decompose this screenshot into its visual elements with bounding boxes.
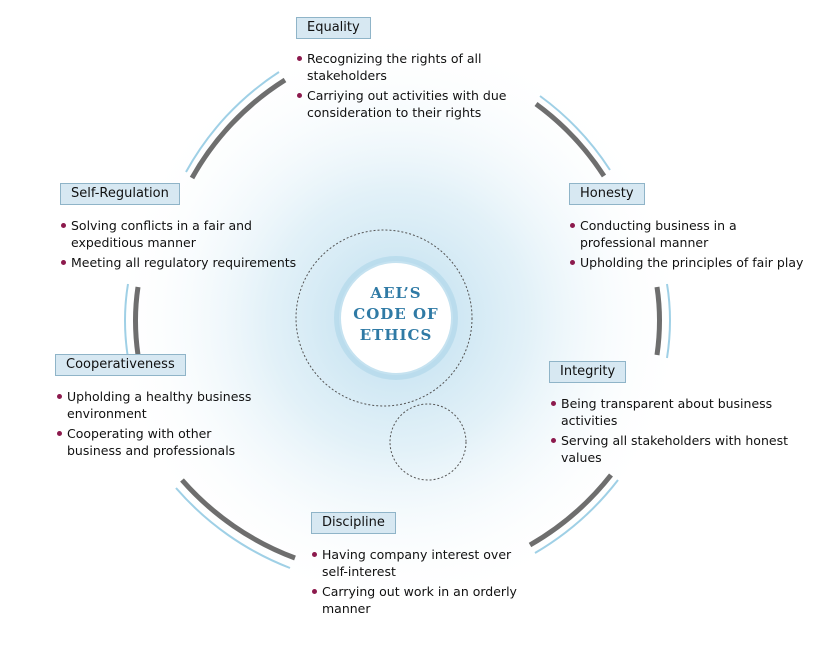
bullet-icon — [570, 260, 575, 265]
list-item: Carrying out work in an orderly manner — [311, 583, 526, 617]
value-label-integrity: Integrity — [549, 361, 627, 383]
bullet-icon — [61, 223, 66, 228]
dotted-circle-large — [295, 229, 473, 407]
list-item: Meeting all regulatory requirements — [60, 254, 305, 271]
point-text: Upholding a healthy business environment — [67, 389, 252, 421]
bullet-icon — [57, 394, 62, 399]
list-item: Carriying out activities with due consid… — [296, 87, 526, 121]
point-text: Upholding the principles of fair play — [580, 255, 804, 270]
value-label-honesty: Honesty — [569, 183, 645, 205]
cooperativeness-points: Upholding a healthy business environment… — [56, 388, 266, 462]
self-regulation-points: Solving conflicts in a fair and expediti… — [60, 217, 305, 274]
discipline-points: Having company interest over self-intere… — [311, 546, 526, 620]
bullet-icon — [312, 589, 317, 594]
value-label-discipline: Discipline — [311, 512, 396, 534]
center-circle — [339, 261, 453, 375]
integrity-points: Being transparent about business activit… — [550, 395, 790, 469]
center-title: AEL’S CODE OF ETHICS — [331, 283, 461, 346]
bullet-icon — [297, 56, 302, 61]
point-text: Recognizing the rights of all stakeholde… — [307, 51, 482, 83]
bullet-icon — [551, 401, 556, 406]
honesty-points: Conducting business in a professional ma… — [569, 217, 804, 274]
bullet-icon — [61, 260, 66, 265]
equality-points: Recognizing the rights of all stakeholde… — [296, 50, 526, 124]
list-item: Solving conflicts in a fair and expediti… — [60, 217, 305, 251]
point-text: Carriying out activities with due consid… — [307, 88, 507, 120]
point-text: Serving all stakeholders with honest val… — [561, 433, 788, 465]
bullet-icon — [312, 552, 317, 557]
list-item: Cooperating with other business and prof… — [56, 425, 266, 459]
list-item: Upholding a healthy business environment — [56, 388, 266, 422]
point-text: Solving conflicts in a fair and expediti… — [71, 218, 252, 250]
value-label-self-regulation: Self-Regulation — [60, 183, 180, 205]
bullet-icon — [57, 431, 62, 436]
ring-arcs — [124, 71, 671, 569]
value-label-equality: Equality — [296, 17, 371, 39]
point-text: Being transparent about business activit… — [561, 396, 773, 428]
center-title-line-2: CODE OF — [353, 305, 439, 323]
center-title-line-1: AEL’S — [370, 284, 422, 302]
bullet-icon — [570, 223, 575, 228]
bullet-icon — [551, 438, 556, 443]
list-item: Upholding the principles of fair play — [569, 254, 804, 271]
point-text: Carrying out work in an orderly manner — [322, 584, 517, 616]
list-item: Being transparent about business activit… — [550, 395, 790, 429]
bullet-icon — [297, 93, 302, 98]
list-item: Conducting business in a professional ma… — [569, 217, 804, 251]
point-text: Having company interest over self-intere… — [322, 547, 512, 579]
list-item: Serving all stakeholders with honest val… — [550, 432, 790, 466]
value-label-cooperativeness: Cooperativeness — [55, 354, 186, 376]
dotted-circle-small — [389, 403, 467, 481]
list-item: Recognizing the rights of all stakeholde… — [296, 50, 526, 84]
list-item: Having company interest over self-intere… — [311, 546, 526, 580]
point-text: Conducting business in a professional ma… — [580, 218, 737, 250]
center-title-line-3: ETHICS — [359, 326, 433, 344]
point-text: Meeting all regulatory requirements — [71, 255, 297, 270]
point-text: Cooperating with other business and prof… — [67, 426, 236, 458]
